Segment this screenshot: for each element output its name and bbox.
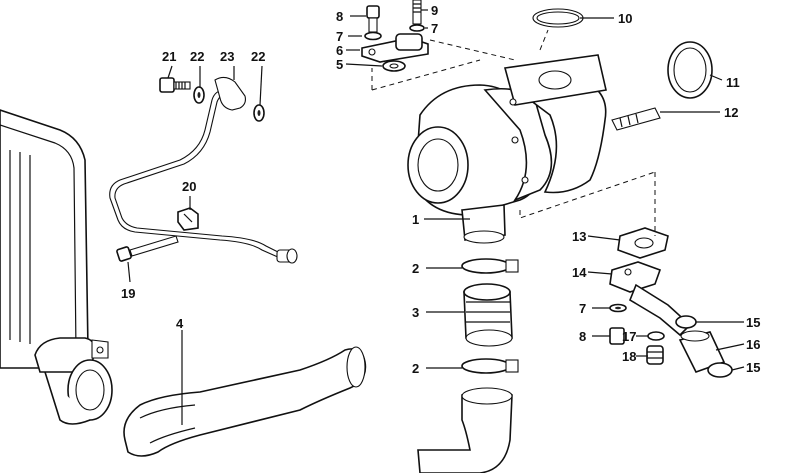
callout-8-lower: 8 <box>579 329 586 344</box>
callout-22-right: 22 <box>251 49 265 64</box>
elbow-pipe-part <box>417 387 513 473</box>
callout-5: 5 <box>336 57 343 72</box>
callout-11: 11 <box>726 75 740 90</box>
turbocharger-part <box>407 54 607 244</box>
callout-15-lower: 15 <box>746 360 760 375</box>
callout-17: 17 <box>622 329 636 344</box>
stud-9-part <box>412 0 422 25</box>
callout-10: 10 <box>618 11 632 26</box>
callout-3: 3 <box>412 305 419 320</box>
stud-12-part <box>611 107 661 131</box>
washer-7-lower-part <box>609 303 627 313</box>
bracket-6-part <box>361 33 429 63</box>
intercooler-part <box>0 109 113 425</box>
oil-feed-line-part <box>109 76 298 264</box>
bolt-19-part <box>116 235 179 262</box>
callout-2-upper: 2 <box>412 261 419 276</box>
callout-9: 9 <box>431 3 438 18</box>
bolt-8-part <box>366 5 380 33</box>
bolt-21-part <box>159 77 191 93</box>
clip-20-part <box>177 207 199 231</box>
callout-12: 12 <box>724 105 738 120</box>
washer-17-part <box>647 331 665 341</box>
oil-return-pipe-14-part <box>609 261 692 337</box>
callout-4: 4 <box>176 316 184 331</box>
washer-22-right-part <box>253 104 265 122</box>
callout-21: 21 <box>162 49 176 64</box>
callout-14: 14 <box>572 265 587 280</box>
washer-22-left-part <box>193 86 205 104</box>
washer-7-top-left-part <box>364 31 382 41</box>
callout-23: 23 <box>220 49 234 64</box>
callout-20: 20 <box>182 179 196 194</box>
gasket-10-part <box>532 8 584 28</box>
callout-1: 1 <box>412 212 419 227</box>
plug-18-part <box>646 345 664 365</box>
clamp-2-upper-part <box>461 258 519 274</box>
intake-hose-part <box>123 346 367 457</box>
callout-8-top: 8 <box>336 9 343 24</box>
clamp-15-lower-part <box>707 362 733 378</box>
callout-7-top-right: 7 <box>431 21 438 36</box>
callout-2-lower: 2 <box>412 361 419 376</box>
callout-18: 18 <box>622 349 636 364</box>
gasket-13-part <box>617 227 669 259</box>
clamp-15-upper-part <box>675 315 697 329</box>
callout-7-lower: 7 <box>579 301 586 316</box>
clamp-2-lower-part <box>461 358 519 374</box>
hose-3-part <box>463 283 513 347</box>
callout-6: 6 <box>336 43 343 58</box>
ring-11-part <box>667 41 713 99</box>
hose-16-part <box>678 330 726 373</box>
callout-7-top-left: 7 <box>336 29 343 44</box>
callout-13: 13 <box>572 229 586 244</box>
washer-7-top-right-part <box>409 24 425 32</box>
callout-22-left: 22 <box>190 49 204 64</box>
washer-5-part <box>382 60 406 72</box>
callout-16: 16 <box>746 337 760 352</box>
callout-19: 19 <box>121 286 135 301</box>
callout-15-upper: 15 <box>746 315 760 330</box>
